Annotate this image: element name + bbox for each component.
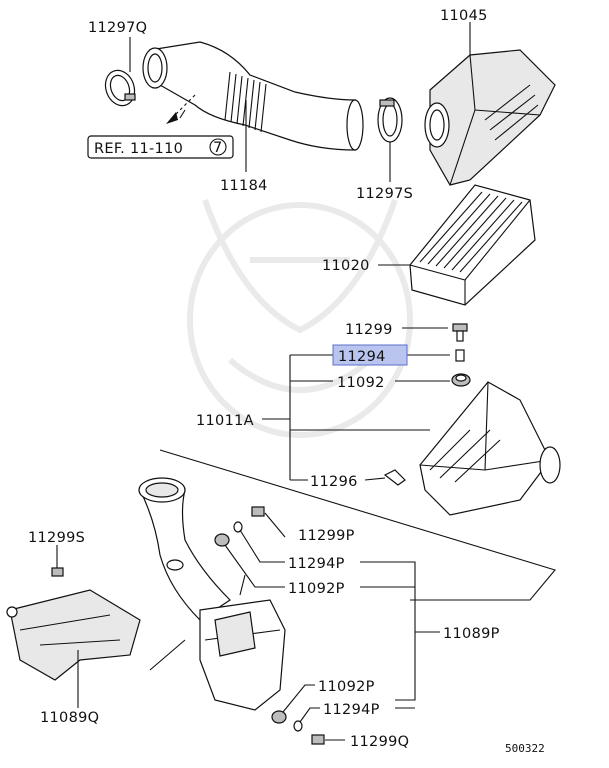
label-11294[interactable]: 11294	[338, 349, 386, 365]
label-11299P[interactable]: 11299P	[298, 528, 355, 544]
label-11297Q[interactable]: 11297Q	[88, 20, 147, 36]
bracket-11089Q[interactable]	[6, 589, 141, 681]
bolt-11299Q[interactable]	[311, 734, 325, 745]
ref-text: REF. 11-110	[94, 141, 183, 157]
ref-box[interactable]: REF. 11-110 7	[87, 135, 234, 159]
label-11020[interactable]: 11020	[322, 258, 370, 274]
label-11092[interactable]: 11092	[337, 375, 385, 391]
label-11296[interactable]: 11296	[310, 474, 358, 490]
bolt-11299S[interactable]	[51, 567, 64, 577]
label-11011A[interactable]: 11011A	[196, 413, 254, 429]
label-11045[interactable]: 11045	[440, 8, 488, 24]
label-11092P-lower[interactable]: 11092P	[318, 679, 375, 695]
watermark-logo	[187, 199, 413, 438]
bolt-11299P[interactable]	[251, 506, 265, 517]
grommet-11092[interactable]	[451, 373, 471, 387]
resonator-11089P[interactable]	[199, 574, 286, 711]
label-11294P-lower[interactable]: 11294P	[323, 702, 380, 718]
ref-circle-number: 7	[213, 140, 223, 156]
grommet-11092P-lower[interactable]	[271, 710, 287, 724]
cleaner-case-11011A[interactable]	[419, 381, 561, 516]
ref-arrow	[166, 94, 196, 124]
label-11299S[interactable]: 11299S	[28, 530, 85, 546]
bolt-11299[interactable]	[452, 323, 468, 342]
label-11184[interactable]: 11184	[220, 178, 268, 194]
diagram-number: 500322	[505, 742, 545, 755]
label-11089P[interactable]: 11089P	[443, 626, 500, 642]
clamp-11297S[interactable]	[377, 97, 403, 143]
collar-11294P-upper[interactable]	[233, 521, 243, 533]
air-filter-11020[interactable]	[409, 184, 536, 306]
label-11299[interactable]: 11299	[345, 322, 393, 338]
grommet-11092P-upper[interactable]	[214, 533, 230, 547]
label-11092P-upper[interactable]: 11092P	[288, 581, 345, 597]
clamp-11297Q[interactable]	[101, 66, 140, 109]
clip-11296[interactable]	[383, 469, 406, 486]
collar-11294P-lower[interactable]	[293, 720, 303, 732]
cleaner-cover-11045[interactable]	[424, 49, 556, 186]
collar-11294[interactable]	[455, 349, 465, 362]
intake-hose[interactable]	[138, 477, 231, 621]
label-11089Q[interactable]: 11089Q	[40, 710, 99, 726]
air-duct-11184[interactable]	[142, 41, 364, 151]
label-11294P-upper[interactable]: 11294P	[288, 556, 345, 572]
highlight-11294	[332, 344, 408, 366]
label-11299Q[interactable]: 11299Q	[350, 734, 409, 750]
leader-lines	[56, 22, 556, 741]
label-11297S[interactable]: 11297S	[356, 186, 413, 202]
